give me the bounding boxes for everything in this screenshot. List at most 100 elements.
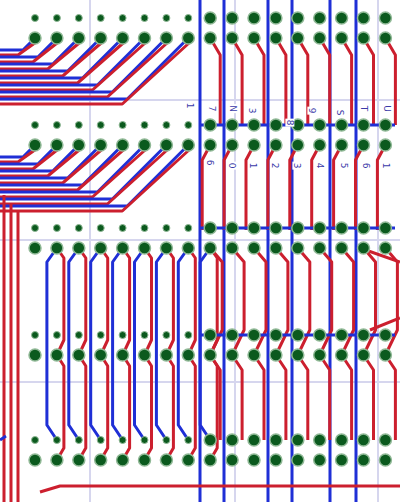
copper-trace	[298, 38, 308, 125]
solder-pad	[379, 329, 391, 341]
copper-trace	[0, 38, 57, 57]
solder-pad	[358, 329, 370, 341]
solder-pad	[53, 332, 60, 339]
copper-trace	[320, 38, 330, 125]
pin-label: 1	[381, 162, 390, 170]
solder-pad	[32, 225, 39, 232]
solder-pad	[292, 349, 304, 361]
copper-trace	[377, 145, 385, 230]
solder-pad	[185, 122, 192, 129]
solder-pad	[185, 15, 192, 22]
solder-pad	[141, 15, 148, 22]
copper-trace	[10, 203, 13, 502]
solder-pad	[117, 454, 129, 466]
copper-trace	[334, 145, 342, 230]
pin-label: 2	[270, 162, 279, 170]
solder-pad	[226, 222, 238, 234]
solder-pad	[270, 32, 282, 44]
solder-pad	[379, 242, 391, 254]
solder-pad	[270, 119, 282, 131]
solder-pad	[358, 32, 370, 44]
solder-pad	[226, 434, 238, 446]
solder-pad	[358, 12, 370, 24]
copper-trace	[342, 355, 352, 440]
copper-trace	[0, 40, 192, 104]
solder-pad	[51, 32, 63, 44]
solder-pad	[119, 437, 126, 444]
solder-pad	[270, 349, 282, 361]
pin-label: 4	[315, 162, 324, 170]
solder-pad	[29, 32, 41, 44]
solder-pad	[358, 222, 370, 234]
solder-pad	[53, 122, 60, 129]
copper-trace	[57, 248, 64, 355]
solder-pad	[119, 122, 126, 129]
copper-trace	[0, 40, 83, 69]
solder-pad	[117, 349, 129, 361]
solder-pad	[51, 242, 63, 254]
solder-pad	[97, 332, 104, 339]
solder-pad	[204, 349, 216, 361]
solder-pad	[95, 32, 107, 44]
solder-pad	[226, 119, 238, 131]
copper-trace	[178, 248, 188, 440]
copper-trace	[254, 355, 264, 440]
copper-trace	[370, 318, 400, 330]
solder-pad	[226, 32, 238, 44]
solder-pad	[51, 454, 63, 466]
solder-pad	[32, 332, 39, 339]
solder-pad	[160, 139, 172, 151]
solder-pad	[141, 225, 148, 232]
solder-pad	[160, 242, 172, 254]
solder-pad	[139, 454, 151, 466]
solder-pad	[248, 329, 260, 341]
solder-pad	[117, 242, 129, 254]
copper-trace	[188, 355, 195, 460]
solder-pad	[379, 139, 391, 151]
solder-pad	[248, 222, 260, 234]
copper-trace	[3, 195, 6, 502]
pin-label: 6	[361, 162, 370, 170]
solder-pad	[204, 454, 216, 466]
solder-pad	[270, 139, 282, 151]
solder-pad	[248, 139, 260, 151]
pin-label: 1	[185, 102, 194, 110]
solder-pad	[29, 139, 41, 151]
solder-pad	[163, 437, 170, 444]
solder-pad	[204, 119, 216, 131]
solder-pad	[270, 454, 282, 466]
solder-pad	[204, 242, 216, 254]
solder-pad	[29, 454, 41, 466]
solder-pad	[95, 349, 107, 361]
solder-pad	[204, 222, 216, 234]
copper-trace	[355, 0, 358, 502]
solder-pad	[379, 32, 391, 44]
solder-pad	[358, 119, 370, 131]
solder-pad	[314, 242, 326, 254]
copper-trace	[223, 0, 226, 502]
solder-pad	[119, 15, 126, 22]
copper-trace	[156, 248, 166, 440]
pin-label: 1	[248, 162, 257, 170]
solder-pad	[270, 434, 282, 446]
copper-trace	[385, 355, 395, 440]
solder-pad	[270, 242, 282, 254]
grid-line	[377, 0, 379, 502]
solder-pad	[75, 122, 82, 129]
solder-pad	[314, 349, 326, 361]
copper-trace	[0, 147, 83, 176]
solder-pad	[314, 454, 326, 466]
solder-pad	[119, 225, 126, 232]
solder-pad	[226, 139, 238, 151]
copper-trace	[79, 355, 86, 460]
solder-pad	[226, 329, 238, 341]
solder-pad	[139, 32, 151, 44]
solder-pad	[160, 32, 172, 44]
solder-pad	[75, 15, 82, 22]
solder-pad	[248, 12, 260, 24]
solder-pad	[73, 32, 85, 44]
copper-trace	[40, 486, 400, 492]
solder-pad	[163, 15, 170, 22]
copper-trace	[123, 355, 130, 460]
solder-pad	[314, 32, 326, 44]
